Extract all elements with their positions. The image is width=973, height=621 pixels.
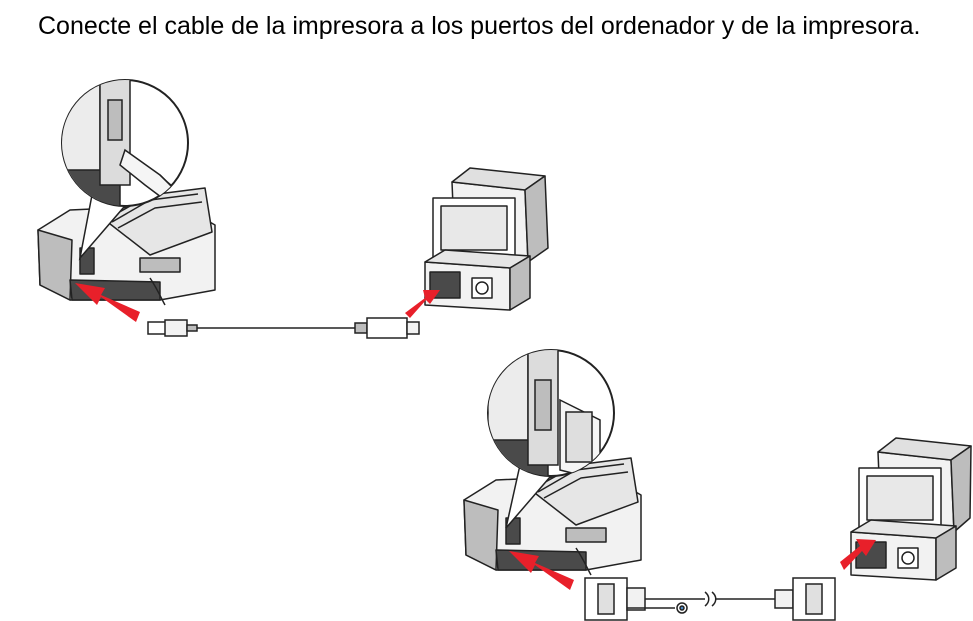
parallel-setup [463, 349, 972, 621]
printer-illustration-2 [463, 457, 642, 576]
usb-setup [37, 79, 549, 339]
arrow-to-printer-port-2 [509, 551, 574, 590]
usb-cable [147, 317, 420, 339]
parallel-cable [584, 577, 836, 621]
arrow-to-computer-port-2 [840, 539, 876, 570]
usb-port-zoom [61, 79, 189, 207]
arrow-to-printer-port-1 [75, 283, 140, 322]
parallel-port-zoom [487, 349, 615, 477]
arrow-to-computer-port-1 [405, 290, 440, 318]
computer-illustration-2 [850, 437, 972, 581]
instruction-text: Conecte el cable de la impresora a los p… [38, 12, 921, 40]
computer-illustration-1 [424, 167, 549, 311]
